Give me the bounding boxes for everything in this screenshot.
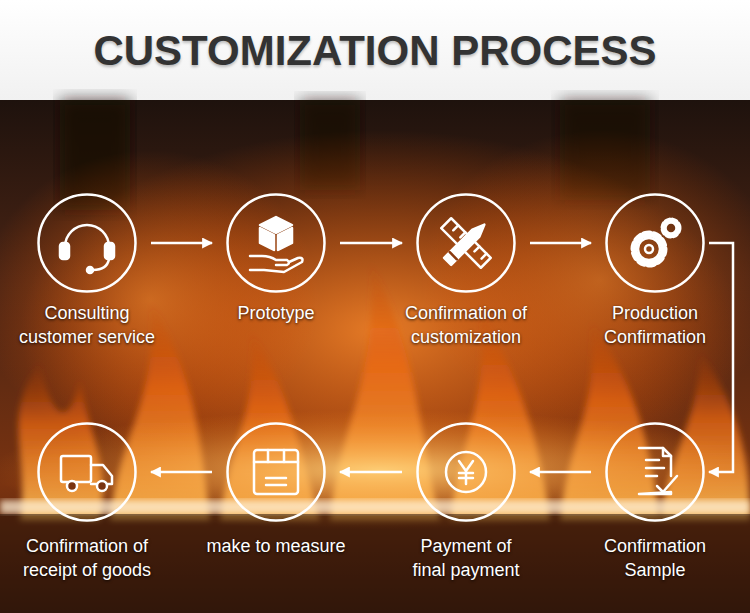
flow-arrow	[151, 242, 212, 245]
step-circle	[416, 422, 516, 522]
step-label: Production Confirmation	[590, 301, 720, 349]
step-circle	[605, 193, 705, 293]
headset-icon	[60, 225, 114, 273]
step-label: Confirmation Sample	[590, 534, 720, 582]
flow-arrow	[530, 242, 591, 245]
step-circle	[37, 193, 137, 293]
flow-arrow	[151, 471, 212, 474]
document-check-icon	[639, 448, 677, 494]
step-label: Consulting customer service	[9, 301, 165, 349]
truck-icon	[61, 456, 112, 491]
process-step: Confirmation of customization	[416, 193, 516, 293]
process-step: Consulting customer service	[37, 193, 137, 293]
process-step: Payment of final payment	[416, 422, 516, 522]
step-label: Prototype	[206, 301, 346, 325]
flow-arrow	[340, 242, 402, 245]
flow-arrow	[340, 471, 402, 474]
process-step: Confirmation Sample	[605, 422, 705, 522]
step-label: make to measure	[191, 534, 361, 558]
process-step: make to measure	[226, 422, 326, 522]
step-circle	[226, 422, 326, 522]
diagram-title: CUSTOMIZATION PROCESS	[0, 26, 750, 76]
process-step: Production Confirmation	[605, 193, 705, 293]
pencil-ruler-icon	[441, 218, 490, 267]
step-icons	[60, 217, 679, 494]
box-in-hand-icon	[250, 217, 303, 272]
gears-icon	[634, 220, 679, 264]
step-circle	[605, 422, 705, 522]
process-step: Confirmation of receipt of goods	[37, 422, 137, 522]
step-circle	[226, 193, 326, 293]
package-icon	[254, 450, 298, 494]
flow-arrow	[530, 471, 591, 474]
process-step: Prototype	[226, 193, 326, 293]
step-label: Payment of final payment	[406, 534, 526, 582]
step-label: Confirmation of receipt of goods	[9, 534, 165, 582]
yen-coin-icon	[446, 452, 486, 492]
step-circle	[416, 193, 516, 293]
step-label: Confirmation of customization	[391, 301, 541, 349]
step-circle	[37, 422, 137, 522]
flow-arrow	[709, 243, 733, 472]
